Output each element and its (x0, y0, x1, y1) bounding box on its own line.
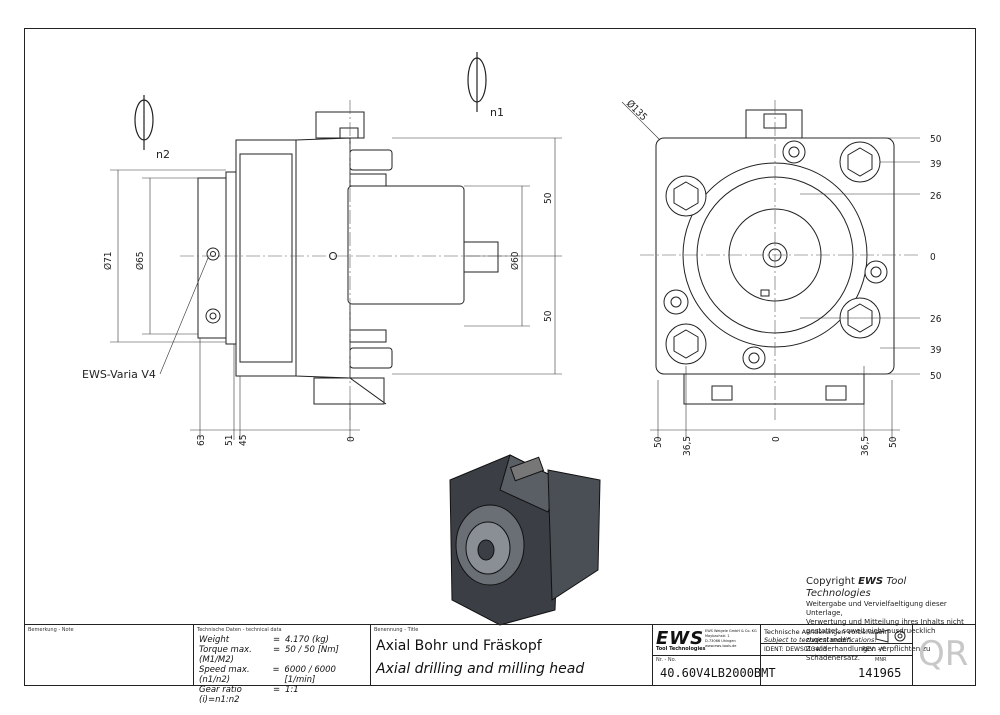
title-en: Axial drilling and milling head (376, 661, 585, 677)
note-label: Bemerkung - Note (28, 627, 74, 633)
front-view (197, 111, 499, 405)
qr-placeholder: QR (918, 634, 969, 674)
front-dim-51: 51 (224, 435, 235, 446)
tech-table: Weight=4.170 (kg) Torque max.(M1/M2)=50 … (199, 635, 339, 705)
ident: IDENT: DEWS013403 (764, 646, 827, 653)
company-address: EWS Weigele GmbH & Co. KG Maybachstr. 1 … (705, 629, 757, 648)
n2-label: n2 (156, 148, 170, 161)
mnr-label: MNR (875, 657, 887, 663)
drawing-frame (24, 28, 976, 686)
front-dim-50-top: 50 (543, 192, 554, 204)
n1-label: n1 (490, 106, 504, 119)
copyright-line: gestattet, soweit nicht ausdruecklich zu… (806, 627, 936, 644)
dia-65: Ø65 (134, 251, 146, 270)
isometric-view (449, 454, 601, 626)
front-dim-45: 45 (238, 435, 249, 446)
side-dim-b2: 0 (771, 436, 782, 442)
front-dim-63: 63 (196, 435, 207, 446)
front-dim-0: 0 (346, 436, 357, 442)
projection-symbol (875, 629, 906, 643)
side-dim-r5: 39 (930, 345, 942, 356)
dia-71: Ø71 (102, 251, 114, 270)
side-dim-r3: 0 (930, 252, 936, 263)
copyright-line: Weitergabe und Vervielfaeltigung dieser … (806, 600, 947, 617)
dia-60: Ø60 (509, 251, 521, 270)
changes-notice: Technische Aenderungen vorbehalten! Subj… (764, 628, 890, 644)
side-dim-r0: 50 (930, 134, 942, 145)
mnr-number: 141965 (858, 666, 902, 680)
logo-sub: Tool Technologies (656, 646, 706, 652)
side-dim-r2: 26 (930, 191, 942, 202)
title-de: Axial Bohr und Fräskopf (376, 638, 542, 654)
title-block (24, 624, 976, 687)
tech-label: Technische Daten - technical data (197, 627, 282, 633)
side-dim-r1: 39 (930, 159, 942, 170)
side-dim-b0: 50 (653, 436, 664, 448)
front-dim-50-bottom: 50 (543, 310, 554, 322)
dia-135: Ø135 (624, 98, 650, 124)
varia-label: EWS-Varia V4 (82, 368, 156, 381)
side-dim-b1: 36,5 (682, 436, 693, 456)
revision: REV: -/C (862, 646, 886, 653)
side-view (655, 109, 895, 405)
side-dim-b3: 36,5 (860, 436, 871, 456)
nr-label: Nr. - No. (656, 657, 677, 663)
side-dim-b4: 50 (888, 436, 899, 448)
part-number: 40.60V4LB2000BMT (660, 666, 776, 680)
ews-logo: EWS (656, 628, 705, 649)
side-dim-r4: 26 (930, 314, 942, 325)
copyright-line: Zuwiderhandlungen verpflichten zu Schade… (806, 645, 931, 662)
side-dim-r6: 50 (930, 371, 942, 382)
copyright-notice: Copyright EWS Tool Technologies Weiterga… (806, 576, 971, 663)
copyright-line: Verwertung und Mitteilung ihres Inhalts … (806, 618, 964, 626)
title-label: Benennung - Title (374, 627, 419, 633)
